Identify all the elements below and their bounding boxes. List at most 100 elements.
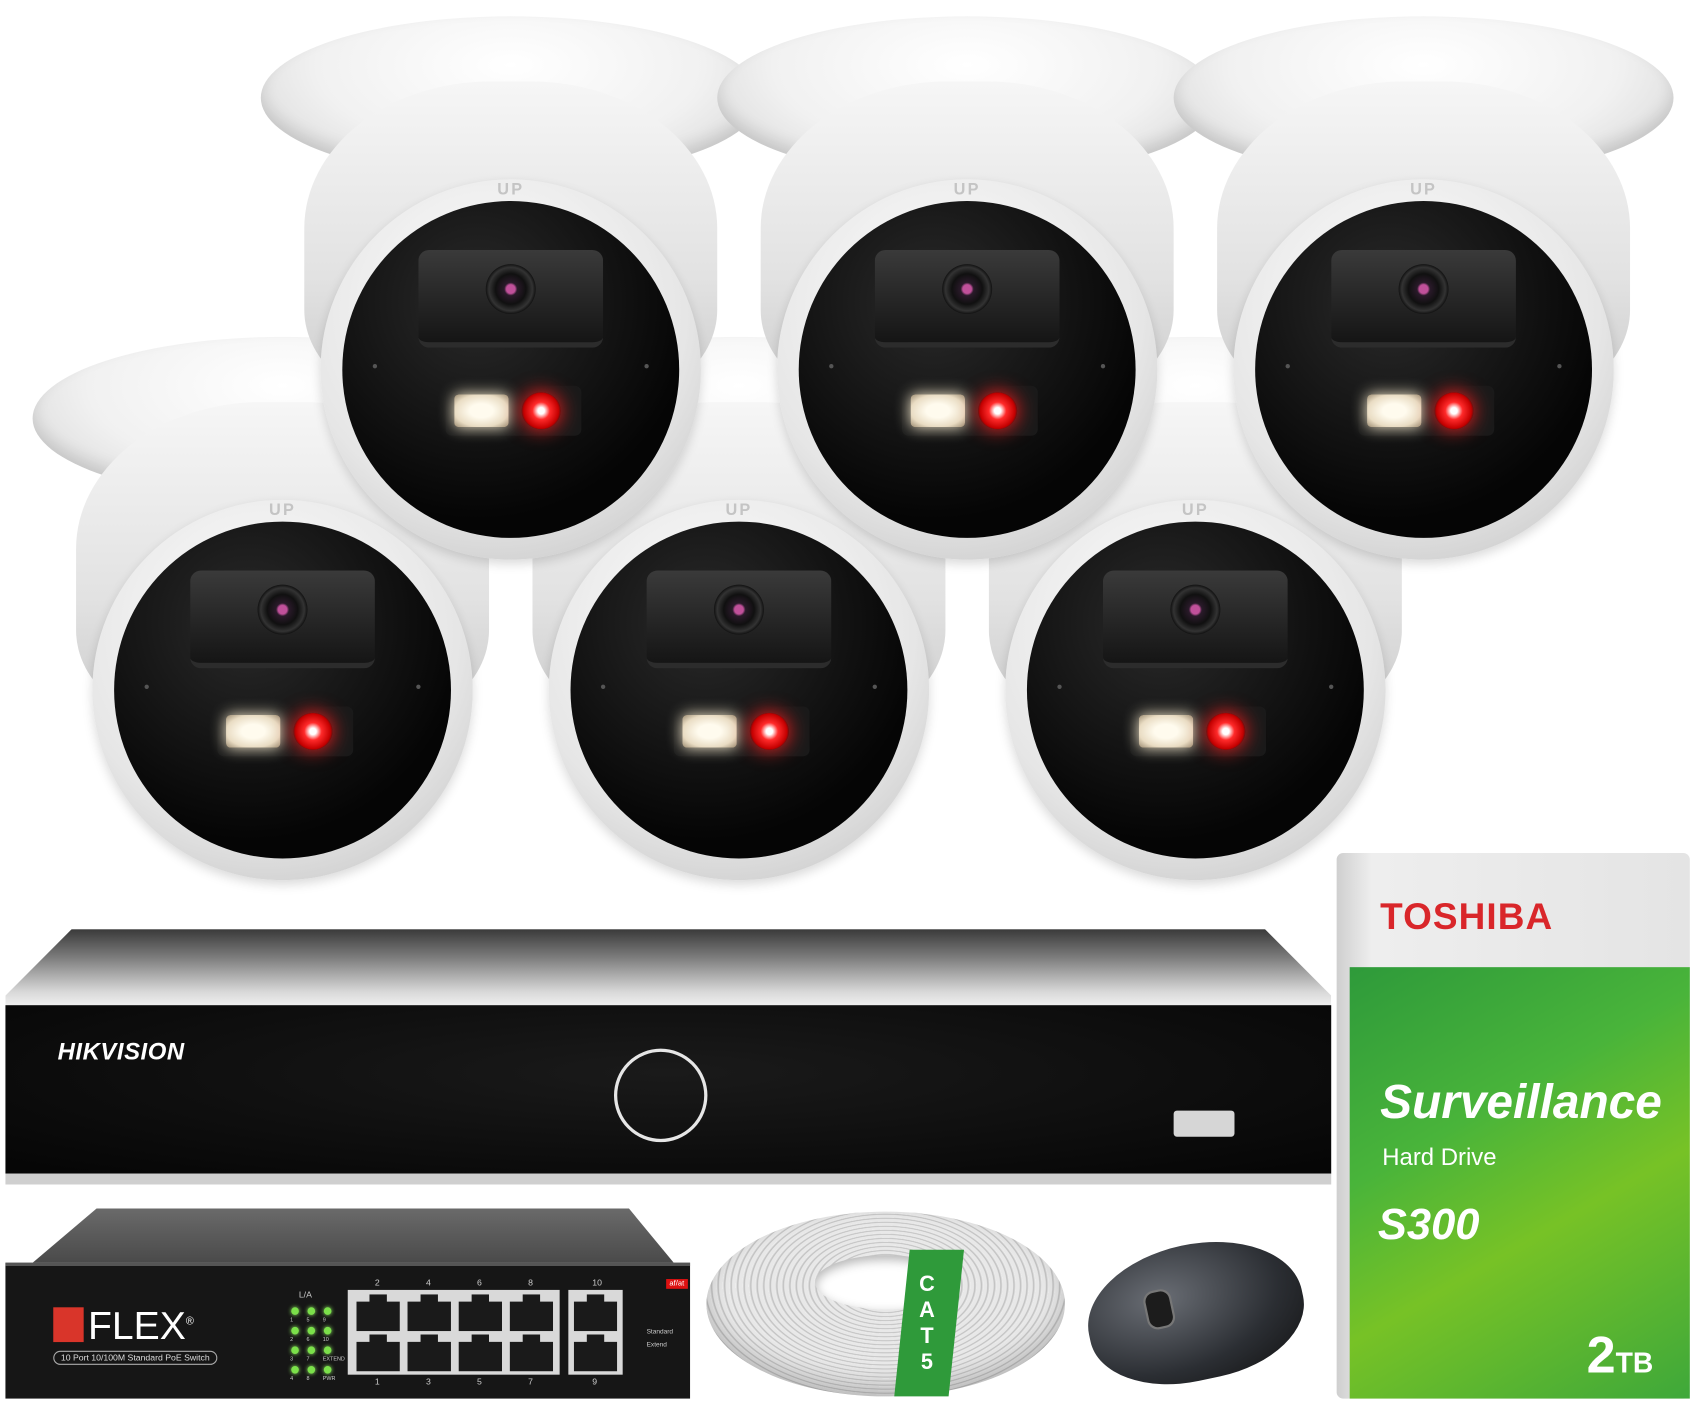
lens-icon [1170,584,1221,635]
led-bar [673,706,810,757]
led-bar [901,385,1038,436]
hdd-brand-logo: TOSHIBA [1380,896,1554,938]
white-light-led [1367,394,1422,428]
hard-drive: TOSHIBA Surveillance Hard Drive S300 2TB [1336,853,1690,1399]
status-led [307,1307,316,1315]
scroll-wheel [1141,1287,1178,1332]
sensor-dot [416,684,421,689]
up-marking: UP [1181,500,1209,520]
led-label: 2 [290,1336,294,1344]
lens-window [1103,570,1288,669]
sensor-dot [644,364,649,369]
mic-dot [829,364,834,369]
lens-icon [257,584,308,635]
up-marking: UP [725,500,753,520]
camera-face [798,201,1136,538]
up-marking: UP [1410,180,1438,199]
status-led [323,1365,332,1374]
lens-icon [485,264,536,315]
sensor-dot [1329,684,1334,689]
white-light-led [226,715,281,748]
red-strobe-led [1206,712,1246,750]
nvr-brand-logo: HIKVISION [57,1037,185,1065]
sensor-dot [872,684,877,689]
status-led [291,1365,299,1374]
switch-brand-text: FLEX [88,1302,186,1348]
up-marking: UP [953,180,981,199]
port-number: 7 [528,1376,533,1387]
red-strobe-led [293,712,333,750]
lens-window [1331,249,1516,348]
led-label: 4 [290,1375,294,1383]
white-light-led [910,394,965,428]
nvr-recorder: HIKVISION [5,1005,1332,1185]
mic-dot [372,364,378,369]
led-header: L/A [298,1289,312,1300]
nvr-top-panel [5,929,1332,1008]
led-label: 1 [290,1317,294,1324]
hdd-capacity: 2TB [1587,1326,1654,1386]
mode-extend: Extend [646,1342,667,1349]
port-number: 1 [374,1376,380,1387]
poe-switch: FLEX® 10 Port 10/100M Standard PoE Switc… [5,1262,691,1399]
dome-camera: UP [1173,16,1674,625]
led-bar [445,385,582,436]
led-label: 8 [306,1375,310,1383]
power-ring-icon [613,1048,708,1143]
port-number: 4 [425,1277,431,1288]
hdd-subtitle: Hard Drive [1382,1143,1497,1171]
camera-face [1255,201,1593,538]
mic-dot [600,684,606,689]
registered-mark: ® [185,1315,194,1328]
status-led [291,1346,299,1355]
port-number: 5 [477,1376,482,1387]
led-label: 3 [290,1356,294,1363]
lens-window [646,570,832,669]
camera-face [342,201,680,538]
camera-face [570,521,908,859]
led-label: 5 [306,1317,310,1324]
white-light-led [1138,715,1194,748]
mic-dot [144,684,149,689]
status-led [291,1307,299,1315]
computer-mouse [1074,1223,1316,1401]
switch-top [32,1208,674,1263]
led-bar [1358,385,1495,436]
led-label: 9 [322,1317,326,1324]
mic-dot [1057,684,1062,689]
white-light-led [682,715,737,748]
lens-window [418,249,604,348]
red-strobe-led [1434,392,1474,430]
hdd-model: S300 [1377,1200,1480,1249]
lens-window [874,249,1060,348]
mode-standard: Standard [646,1329,674,1336]
lens-window [190,570,375,669]
led-label: 7 [306,1356,310,1363]
led-label: 10 [322,1336,329,1344]
port-number: 9 [592,1376,598,1387]
status-led [307,1365,316,1374]
mic-dot [1285,364,1290,369]
status-led [323,1326,332,1335]
hdd-line: Surveillance [1380,1075,1662,1130]
port-number: 8 [528,1277,533,1288]
status-led [323,1346,332,1355]
red-strobe-led [521,392,561,430]
camera-face [114,521,451,859]
dome-camera: UP [717,16,1218,625]
switch-brand: FLEX® [88,1303,194,1349]
status-led [323,1307,332,1315]
led-label: EXTEND [322,1356,345,1363]
sensor-dot [1557,364,1562,369]
port-number: 2 [374,1277,380,1288]
port-number: 3 [425,1376,431,1387]
hdd-label: Surveillance Hard Drive S300 2TB [1349,967,1690,1399]
lens-icon [1398,264,1449,315]
port-number: 10 [592,1277,602,1288]
red-strobe-led [749,712,789,750]
status-led [307,1346,316,1355]
led-label: PWR [322,1375,336,1383]
